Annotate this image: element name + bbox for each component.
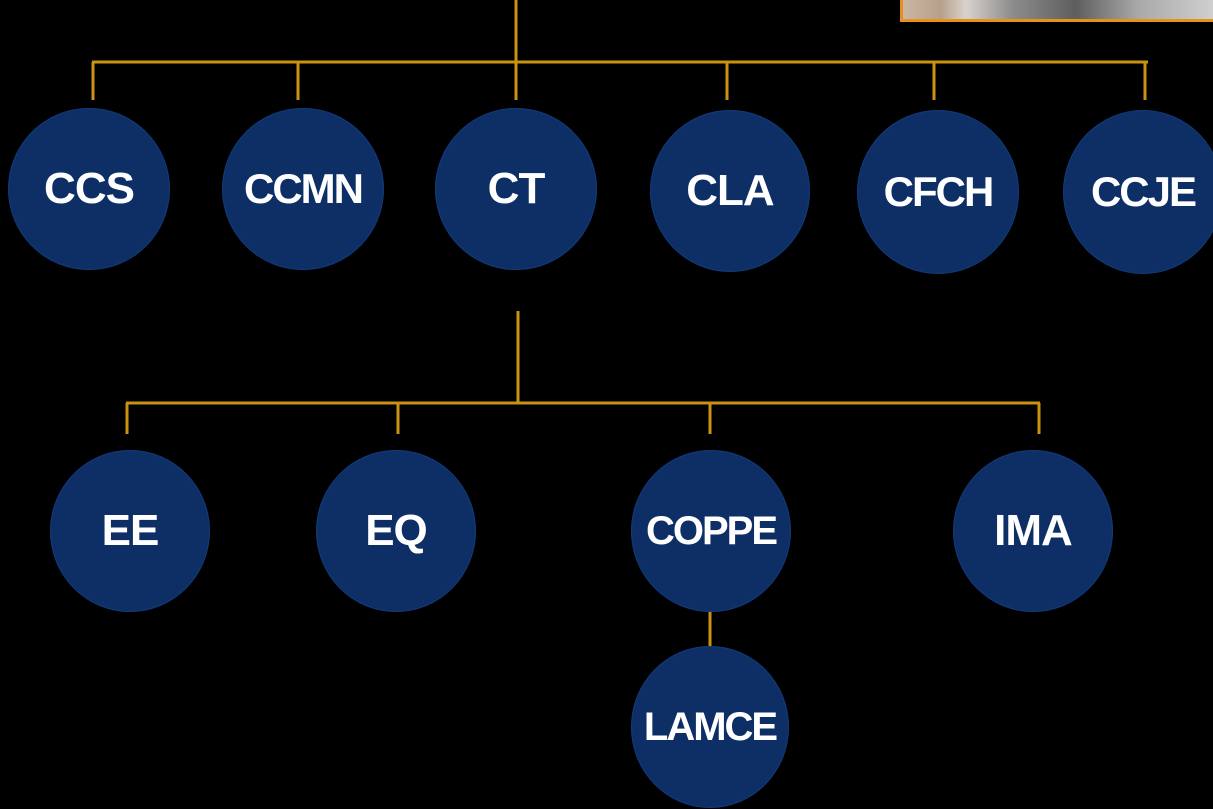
- node-label-ima: IMA: [994, 506, 1073, 555]
- node-label-ct: CT: [487, 164, 546, 213]
- node-ccje: CCJE: [1063, 110, 1213, 274]
- node-cla: CLA: [650, 110, 810, 272]
- node-label-cfch: CFCH: [883, 168, 995, 215]
- node-cfch: CFCH: [857, 110, 1019, 274]
- node-label-ee: EE: [101, 506, 160, 555]
- node-coppe: COPPE: [631, 450, 791, 612]
- node-label-cla: CLA: [686, 166, 774, 215]
- node-ct: CT: [435, 108, 597, 270]
- node-ccmn: CCMN: [222, 108, 384, 270]
- node-ima: IMA: [953, 450, 1113, 612]
- video-thumbnail: [900, 0, 1213, 22]
- node-label-ccs: CCS: [44, 164, 135, 213]
- node-lamce: LAMCE: [631, 646, 789, 808]
- node-label-lamce: LAMCE: [643, 704, 778, 749]
- node-label-eq: EQ: [365, 506, 428, 555]
- node-label-ccje: CCJE: [1090, 168, 1197, 215]
- node-label-ccmn: CCMN: [244, 165, 364, 212]
- node-ccs: CCS: [8, 108, 170, 270]
- node-label-coppe: COPPE: [645, 508, 778, 553]
- node-eq: EQ: [316, 450, 476, 612]
- node-ee: EE: [50, 450, 210, 612]
